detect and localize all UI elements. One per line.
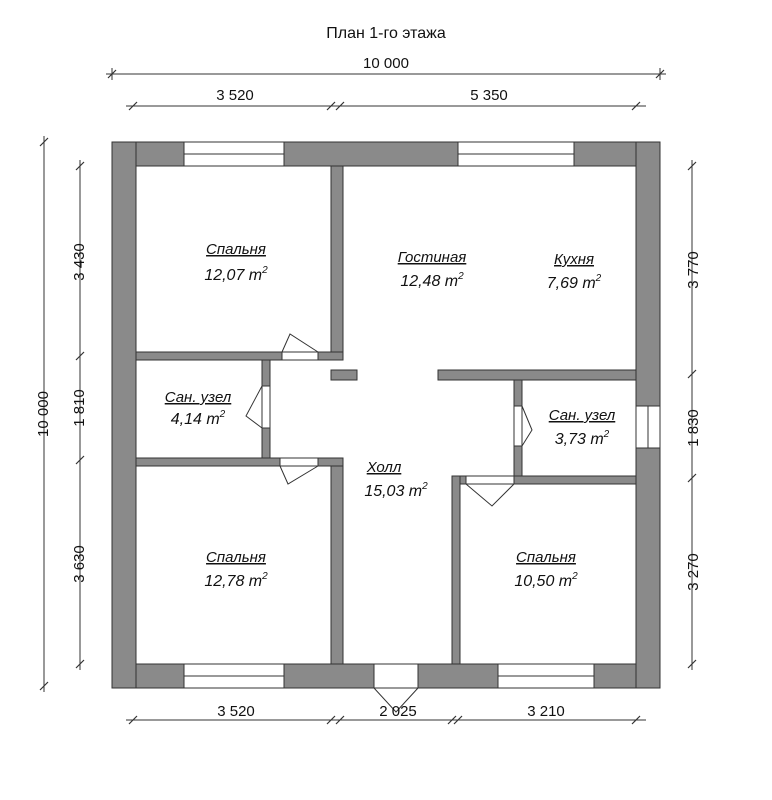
room-bedroom-sw: Спальня 12,78 m2	[204, 549, 268, 590]
dim-bottom-left: 3 520	[217, 703, 255, 720]
windows	[183, 141, 661, 689]
dim-top-left: 3 520	[216, 87, 254, 104]
room-bedroom-se: Спальня 10,50 m2	[514, 549, 578, 590]
room-name: Гостиная	[398, 249, 467, 266]
room-living: Гостиная 12,48 m2	[398, 249, 467, 290]
room-area: 7,69 m2	[547, 273, 602, 292]
room-area: 4,14 m2	[171, 409, 226, 428]
dim-bottom-right: 3 210	[527, 703, 565, 720]
dim-right	[687, 160, 697, 670]
room-area: 15,03 m2	[364, 481, 428, 500]
inner-walls	[135, 165, 637, 665]
room-bedroom-nw: Спальня 12,07 m2	[204, 241, 268, 284]
room-bath-w: Сан. узел 4,14 m2	[165, 389, 232, 428]
room-area: 12,48 m2	[400, 271, 464, 290]
dim-right-top: 3 770	[685, 251, 702, 289]
dim-left-mid: 1 810	[71, 389, 88, 427]
dim-left-top: 3 430	[71, 243, 88, 281]
room-name: Спальня	[206, 549, 266, 566]
dim-top-total: 10 000	[363, 55, 409, 72]
dim-top	[106, 68, 666, 111]
room-name: Спальня	[206, 241, 266, 258]
dim-right-bottom: 3 270	[685, 553, 702, 591]
room-name: Кухня	[554, 251, 594, 268]
dim-left	[39, 136, 85, 692]
room-name: Холл	[366, 459, 402, 476]
dim-left-bottom: 3 630	[71, 545, 88, 583]
room-kitchen: Кухня 7,69 m2	[547, 251, 602, 292]
room-area: 3,73 m2	[555, 429, 610, 448]
dim-right-mid: 1 830	[685, 409, 702, 447]
room-hall: Холл 15,03 m2	[364, 459, 428, 500]
doors	[245, 333, 533, 713]
dim-bottom	[126, 715, 646, 725]
dim-left-total: 10 000	[35, 391, 52, 437]
room-name: Сан. узел	[165, 389, 232, 406]
room-name: Спальня	[516, 549, 576, 566]
room-area: 10,50 m2	[514, 571, 578, 590]
dim-bottom-mid: 2 025	[379, 703, 417, 720]
dim-top-right: 5 350	[470, 87, 508, 104]
room-area: 12,07 m2	[204, 265, 268, 284]
room-bath-e: Сан. узел 3,73 m2	[549, 407, 616, 448]
plan-title: План 1-го этажа	[326, 25, 446, 42]
room-name: Сан. узел	[549, 407, 616, 424]
room-area: 12,78 m2	[204, 571, 268, 590]
